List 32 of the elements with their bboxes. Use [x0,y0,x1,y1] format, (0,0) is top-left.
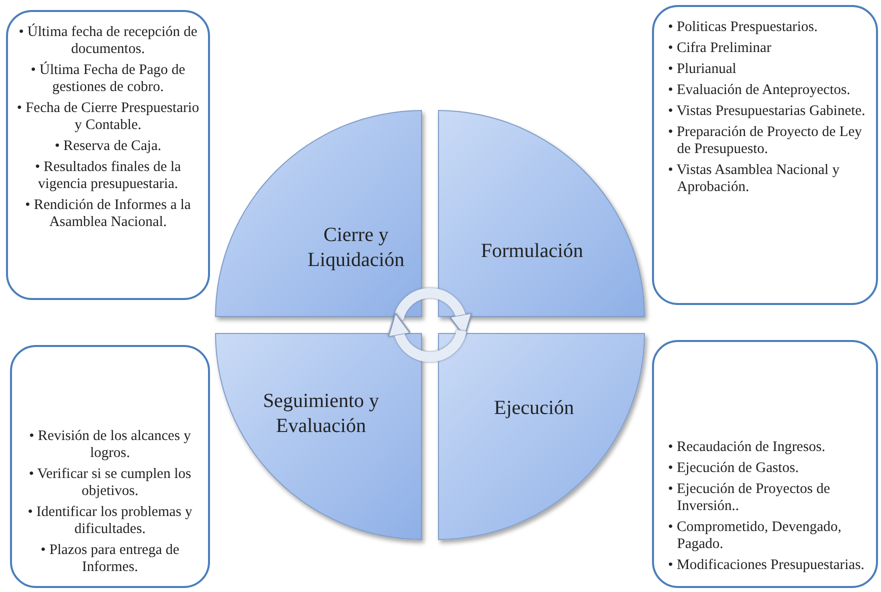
stage-label: Seguimiento y Evaluación [262,389,380,439]
bullet-item: • Preparación de Proyecto de Ley de Presupuesto. [668,124,863,158]
bullet-item: • Última Fecha de Pago de gestiones de cobro. [30,62,186,96]
bullet-item: • Plazos para entrega de Informes. [40,542,180,576]
bullet-item: • Recaudación de Ingresos. [668,439,826,456]
bullet-item: • Cifra Preliminar [668,40,772,57]
bullet-item: • Politicas Prespuestarios. [668,19,819,36]
text-box [6,10,210,300]
bullet-item: • Vistas Presupuestarias Gabinete. [668,103,866,120]
curved-arrow [388,312,466,362]
text-box [652,5,878,305]
bullet-item: • Vistas Asamblea Nacional y Aprobación. [668,162,840,196]
bullet-item: • Revisión de los alcances y logros. [28,428,192,462]
bullet-item: • Modificaciones Presupuestarias. [668,557,866,574]
bullet-item: • Verificar si se cumplen los objetivos. [28,466,192,500]
bullet-item: • Ejecución de Proyectos de Inversión.. [668,481,832,515]
bullet-item: • Fecha de Cierre Prespuestario y Contable. [16,100,200,134]
stage-label: Ejecución [493,396,575,421]
bullet-item: • Plurianual [668,61,738,78]
text-box [10,345,210,588]
curved-arrow [394,288,472,338]
bullet-item: • Última fecha de recepción de documentos. [18,24,198,58]
stage-label: Cierre y Liquidación [306,223,406,273]
bullet-item: • Rendición de Informes a la Asamblea Nacional. [24,197,192,231]
stage-label: Formulación [480,239,584,264]
bullet-item: • Ejecución de Gastos. [668,460,800,477]
bullet-item: • Evaluación de Anteproyectos. [668,82,852,99]
bullet-item: • Reserva de Caja. [54,138,162,155]
bullet-item: • Resultados finales de la vigencia presupuestaria. [34,159,182,193]
text-box [652,340,878,588]
bullet-item: • Identificar los problemas y dificultades. [26,504,194,538]
bullet-item: • Comprometido, Devengado, Pagado. [668,519,842,553]
